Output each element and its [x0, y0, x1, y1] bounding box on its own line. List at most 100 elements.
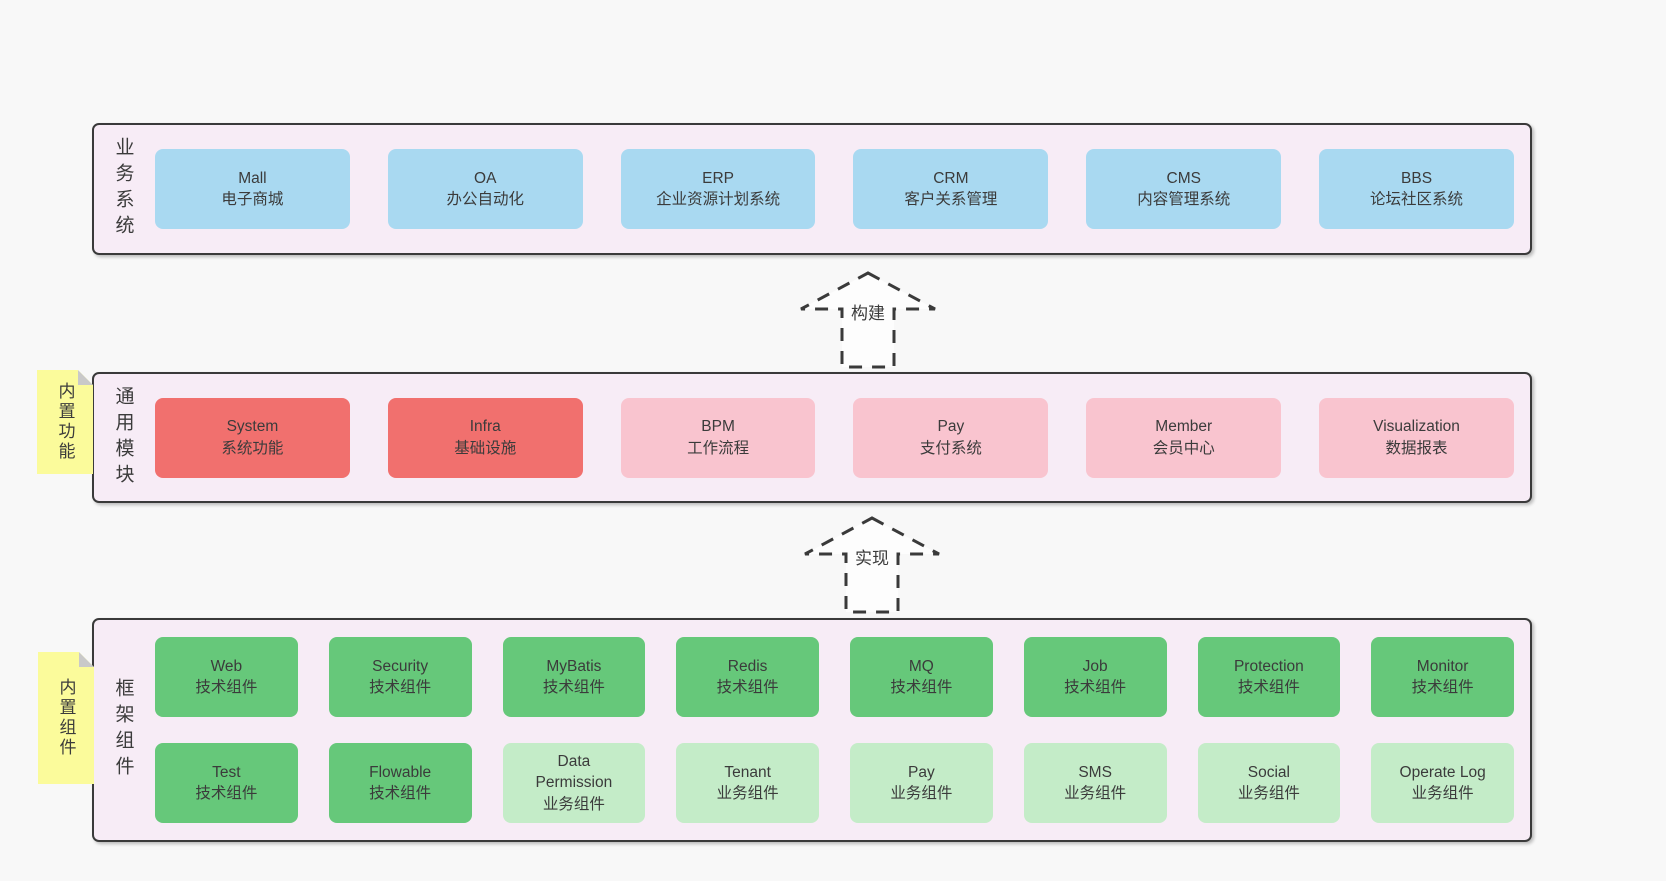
box-subtitle: 电子商城 [221, 191, 284, 208]
framework-components-rows: Web 技术组件 Security 技术组件 MyBatis 技术组件 Redi… [155, 637, 1514, 823]
box-social: Social 业务组件 [1197, 743, 1341, 823]
arrow-implement-icon: 实现 [804, 516, 940, 614]
box-title: Web [210, 657, 243, 675]
business-systems-row: Mall 电子商城 OA 办公自动化 ERP 企业资源计划系统 CRM 客户关系… [155, 149, 1514, 229]
box-operate-log: Operate Log 业务组件 [1371, 743, 1514, 823]
section-label-framework-components: 框架组件 [112, 678, 134, 782]
box-title: System [226, 418, 279, 436]
box-system: System 系统功能 [155, 397, 350, 478]
box-bpm: BPM 工作流程 [620, 397, 816, 478]
arrow-implement-label: 实现 [855, 549, 889, 568]
note-fold-icon [78, 370, 93, 385]
box-subtitle: 系统功能 [221, 439, 284, 457]
box-pay-business: Pay 业务组件 [850, 743, 993, 823]
box-title: Infra [469, 418, 501, 436]
box-title: SMS [1078, 763, 1112, 781]
box-title: Operate Log [1399, 763, 1486, 781]
box-test: Test 技术组件 [155, 743, 298, 823]
box-subtitle: 技术组件 [195, 785, 258, 802]
box-subtitle: 业务组件 [890, 785, 953, 802]
box-title: MQ [908, 657, 934, 675]
box-title: Monitor [1416, 657, 1469, 675]
box-subtitle: 业务组件 [1064, 785, 1127, 802]
sticky-note-label: 内置功能 [55, 382, 75, 462]
box-monitor: Monitor 技术组件 [1371, 637, 1514, 717]
box-title: CMS [1166, 169, 1201, 187]
box-subtitle: 技术组件 [1237, 679, 1300, 696]
box-subtitle: 技术组件 [369, 679, 432, 696]
box-title: BPM [701, 418, 735, 436]
box-subtitle: 会员中心 [1152, 439, 1215, 457]
box-subtitle: 技术组件 [369, 785, 432, 802]
box-subtitle: 技术组件 [1064, 679, 1127, 696]
box-web: Web 技术组件 [155, 637, 298, 717]
box-subtitle: 基础设施 [454, 439, 517, 457]
box-member: Member 会员中心 [1086, 397, 1282, 478]
box-mybatis: MyBatis 技术组件 [502, 637, 646, 717]
box-title: Flowable [369, 763, 432, 781]
box-title: Redis [727, 657, 768, 675]
box-title: Pay [937, 418, 965, 436]
panel-business-systems: 业务系统 Mall 电子商城 OA 办公自动化 ERP 企业资源计划系统 CRM… [92, 123, 1532, 255]
box-subtitle: 企业资源计划系统 [656, 191, 781, 208]
box-flowable: Flowable 技术组件 [328, 743, 472, 823]
box-subtitle: 业务组件 [1237, 785, 1300, 802]
box-mall: Mall 电子商城 [155, 149, 350, 229]
box-subtitle: 论坛社区系统 [1370, 191, 1464, 208]
box-infra: Infra 基础设施 [387, 397, 583, 478]
box-title: Member [1155, 418, 1213, 436]
box-title: CRM [933, 169, 969, 187]
box-protection: Protection 技术组件 [1197, 637, 1341, 717]
framework-row-2: Test 技术组件 Flowable 技术组件 Data Permission … [155, 743, 1514, 823]
box-title: Data Permission [535, 752, 613, 792]
box-subtitle: 业务组件 [1411, 785, 1474, 802]
box-subtitle: 技术组件 [542, 679, 605, 696]
section-label-common-modules: 通用模块 [112, 385, 134, 490]
box-data-permission: Data Permission 业务组件 [502, 743, 646, 823]
box-subtitle: 技术组件 [890, 679, 953, 696]
box-visualization: Visualization 数据报表 [1319, 397, 1514, 478]
box-title: Mall [238, 169, 267, 187]
box-erp: ERP 企业资源计划系统 [620, 149, 816, 229]
box-crm: CRM 客户关系管理 [853, 149, 1049, 229]
box-bbs: BBS 论坛社区系统 [1319, 149, 1514, 229]
box-title: Job [1082, 657, 1108, 675]
box-mq: MQ 技术组件 [850, 637, 993, 717]
box-subtitle: 支付系统 [919, 439, 982, 457]
box-tenant: Tenant 业务组件 [676, 743, 819, 823]
box-job: Job 技术组件 [1023, 637, 1167, 717]
box-title: BBS [1401, 169, 1433, 187]
box-subtitle: 业务组件 [542, 795, 605, 813]
framework-row-1: Web 技术组件 Security 技术组件 MyBatis 技术组件 Redi… [155, 637, 1514, 717]
sticky-note-builtin-features: 内置功能 [37, 370, 93, 474]
box-title: Tenant [724, 763, 771, 781]
box-title: Security [372, 657, 429, 675]
box-subtitle: 技术组件 [1411, 679, 1474, 696]
box-cms: CMS 内容管理系统 [1086, 149, 1282, 229]
box-title: ERP [702, 169, 734, 187]
box-title: Protection [1233, 657, 1304, 675]
box-subtitle: 技术组件 [195, 679, 258, 696]
panel-common-modules: 通用模块 System 系统功能 Infra 基础设施 BPM 工作流程 Pay… [92, 372, 1532, 503]
box-subtitle: 数据报表 [1385, 439, 1448, 457]
section-label-business-systems: 业务系统 [112, 137, 134, 241]
box-redis: Redis 技术组件 [676, 637, 819, 717]
box-subtitle: 业务组件 [716, 785, 779, 802]
box-title: OA [474, 169, 497, 187]
sticky-note-label: 内置组件 [56, 678, 76, 758]
box-security: Security 技术组件 [328, 637, 472, 717]
box-subtitle: 客户关系管理 [904, 191, 998, 208]
box-subtitle: 办公自动化 [446, 191, 524, 208]
box-title: Social [1247, 763, 1290, 781]
box-oa: OA 办公自动化 [387, 149, 583, 229]
box-subtitle: 内容管理系统 [1137, 191, 1231, 208]
box-sms: SMS 业务组件 [1023, 743, 1167, 823]
arrow-build-label: 构建 [851, 304, 885, 323]
box-title: MyBatis [546, 657, 602, 675]
panel-framework-components: 框架组件 Web 技术组件 Security 技术组件 MyBatis 技术组件… [92, 618, 1532, 842]
arrow-build-icon: 构建 [800, 271, 936, 369]
box-pay: Pay 支付系统 [853, 397, 1049, 478]
box-title: Test [212, 763, 241, 781]
common-modules-row: System 系统功能 Infra 基础设施 BPM 工作流程 Pay 支付系统… [155, 397, 1514, 478]
box-title: Visualization [1373, 418, 1460, 436]
